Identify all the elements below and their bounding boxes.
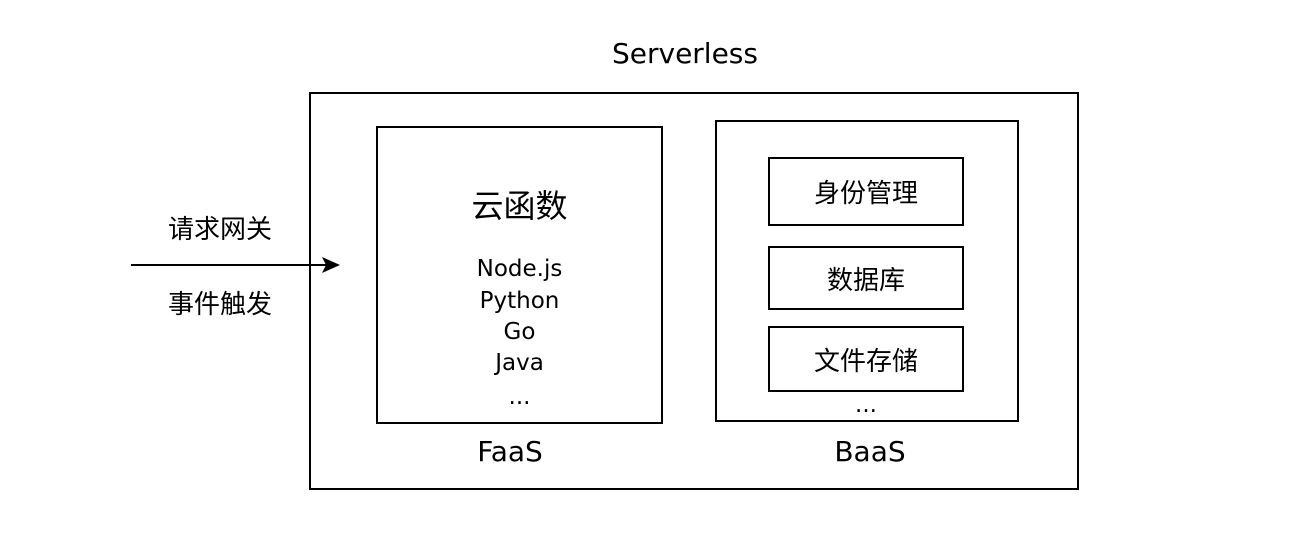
faas-heading: 云函数 — [471, 187, 568, 225]
language-more: ... — [508, 384, 531, 410]
arrow-head-icon — [322, 257, 340, 273]
service-box-database: 数据库 — [768, 246, 964, 310]
trigger-label-event: 事件触发 — [167, 290, 272, 320]
trigger-label-gateway: 请求网关 — [167, 215, 272, 245]
service-label-identity: 身份管理 — [813, 179, 918, 209]
language-nodejs: Node.js — [476, 256, 563, 282]
baas-label: BaaS — [834, 435, 906, 468]
diagram-title: Serverless — [611, 37, 758, 70]
language-go: Go — [503, 319, 536, 345]
service-box-identity: 身份管理 — [768, 157, 964, 226]
service-label-database: 数据库 — [826, 265, 905, 296]
service-box-file-storage: 文件存储 — [768, 326, 964, 392]
service-label-file-storage: 文件存储 — [813, 346, 918, 377]
language-python: Python — [479, 288, 560, 314]
faas-box — [376, 126, 663, 424]
faas-label: FaaS — [477, 435, 543, 468]
baas-more: ... — [855, 392, 877, 418]
language-java: Java — [495, 350, 544, 376]
